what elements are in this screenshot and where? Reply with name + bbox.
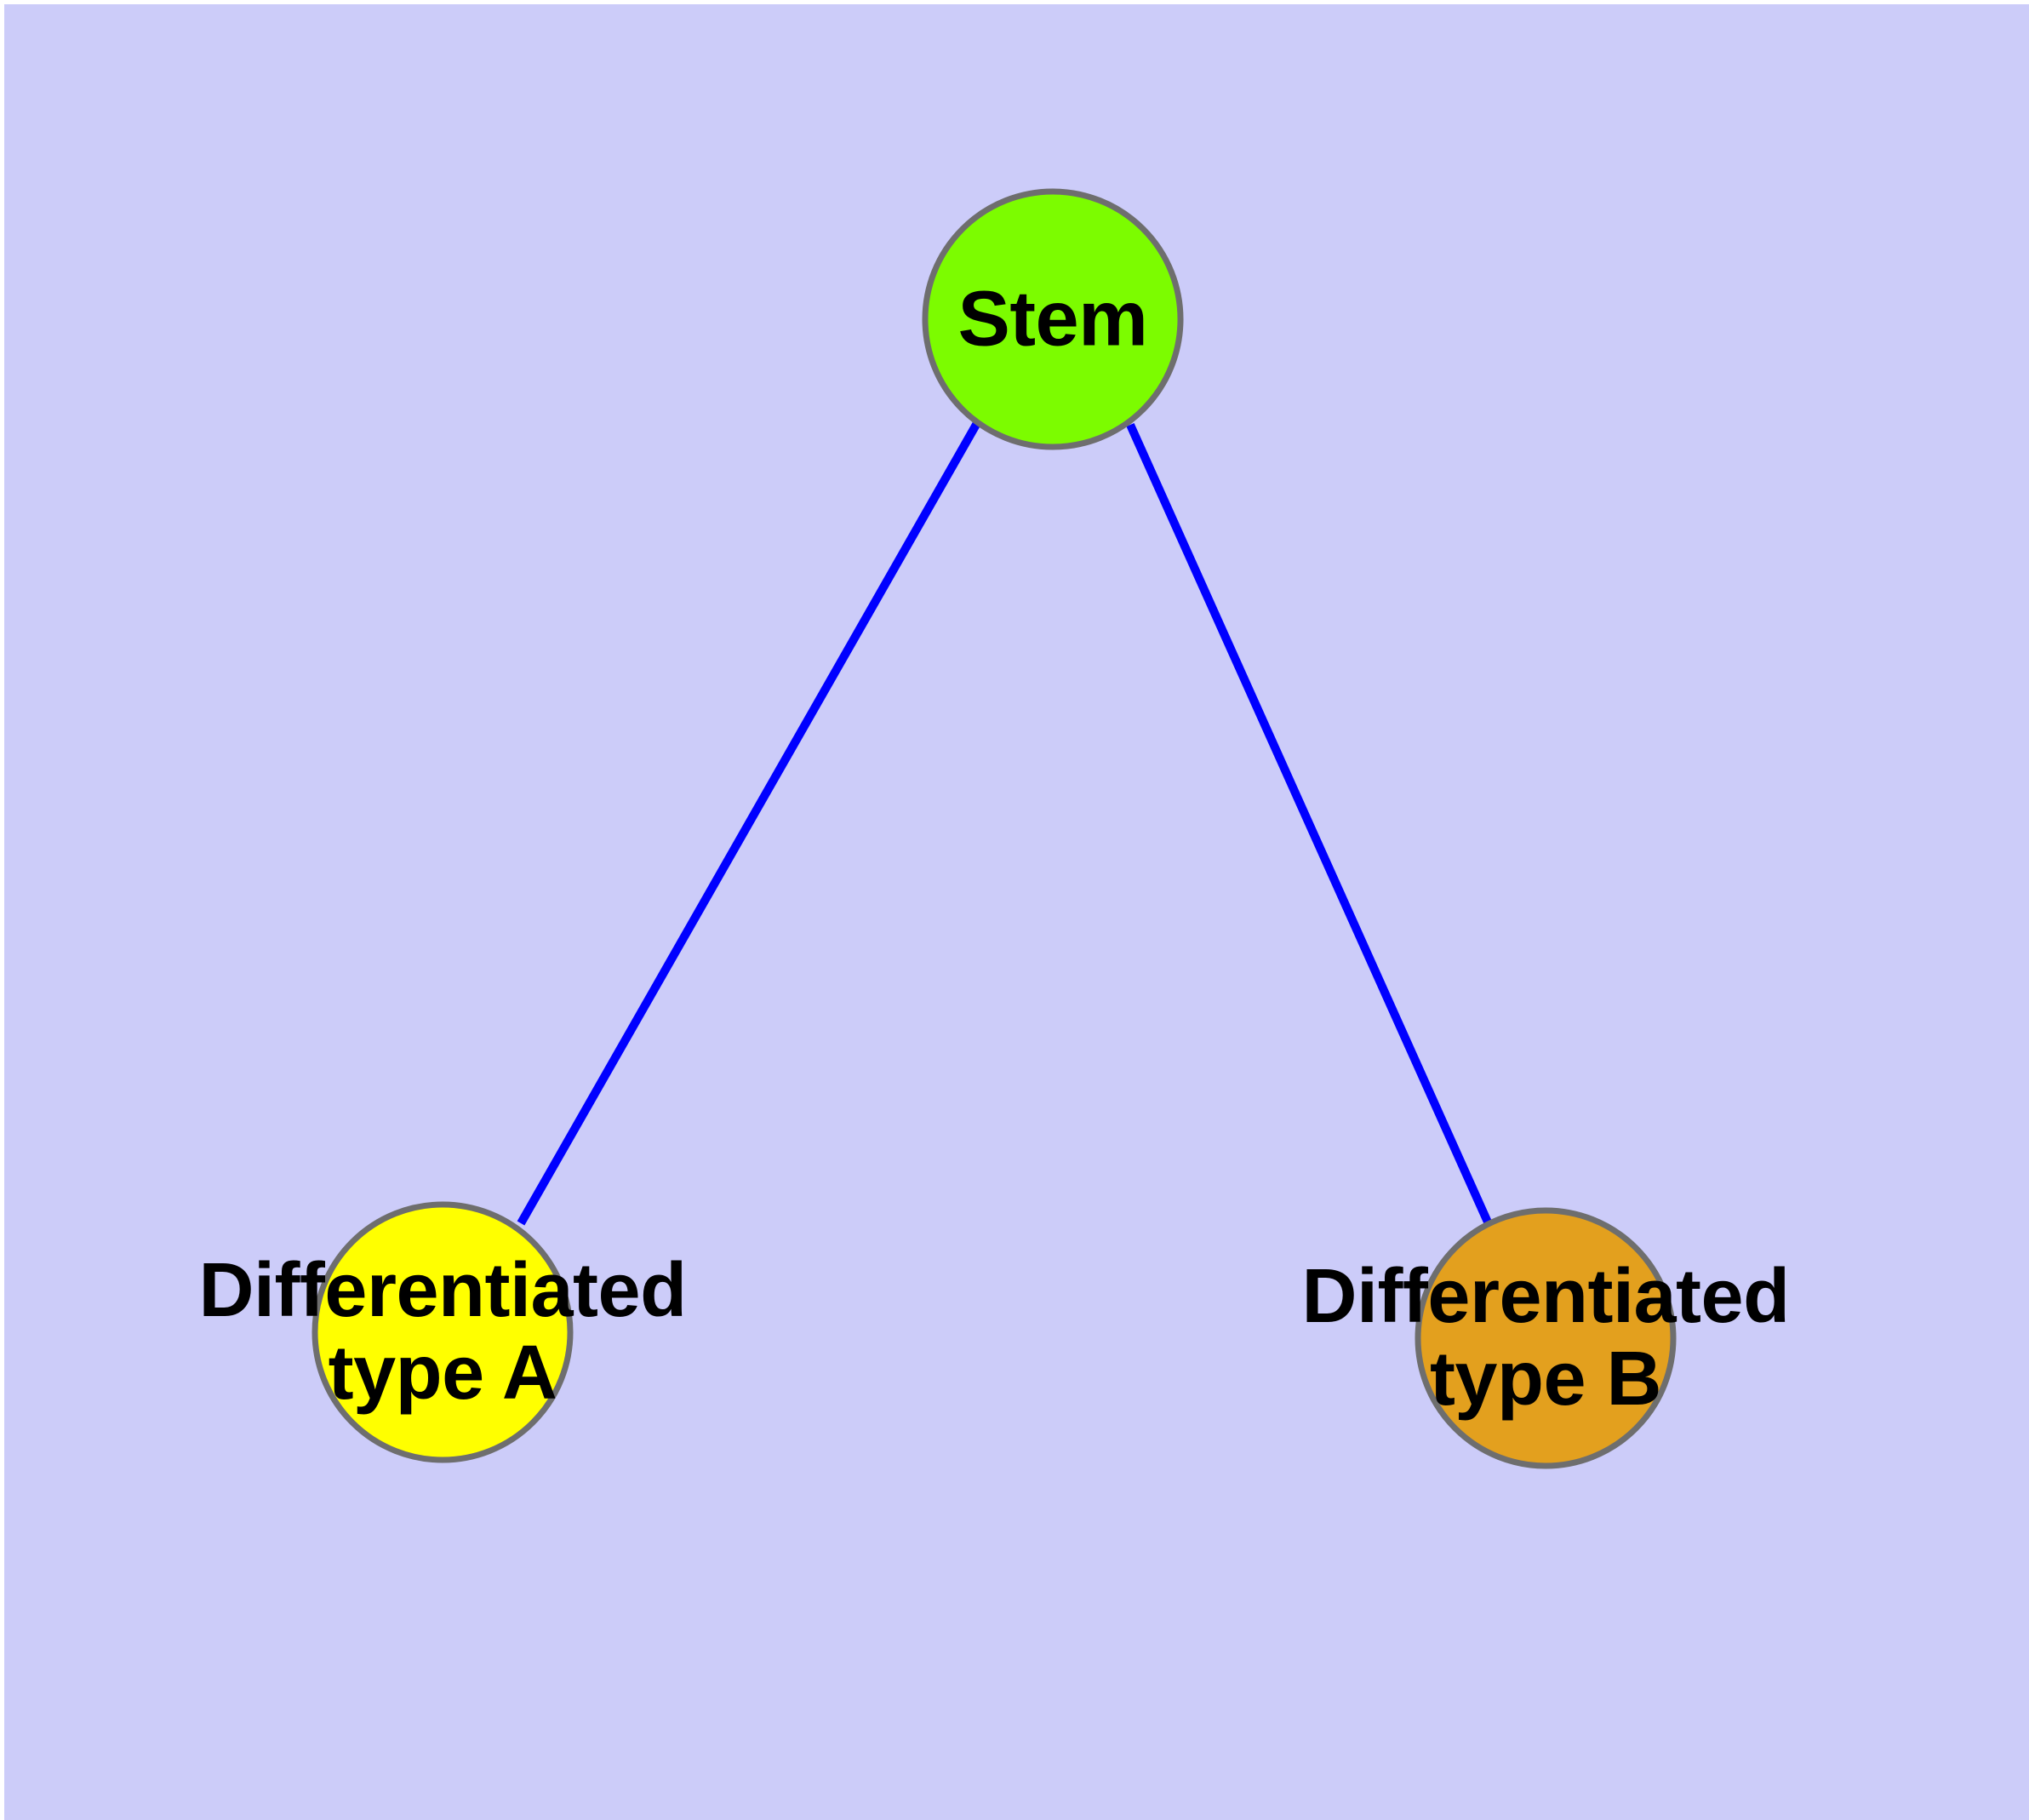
edge-stem-diff-b[interactable] (1126, 422, 1494, 1228)
node-circle-diff_a[interactable] (311, 1201, 574, 1463)
node-circle-stem[interactable] (922, 188, 1184, 450)
node-circle-diff_b[interactable] (1415, 1207, 1677, 1469)
edge-stem-diff-a[interactable] (517, 421, 981, 1226)
nodes-layer (311, 188, 1677, 1469)
edges-layer (517, 421, 1494, 1228)
